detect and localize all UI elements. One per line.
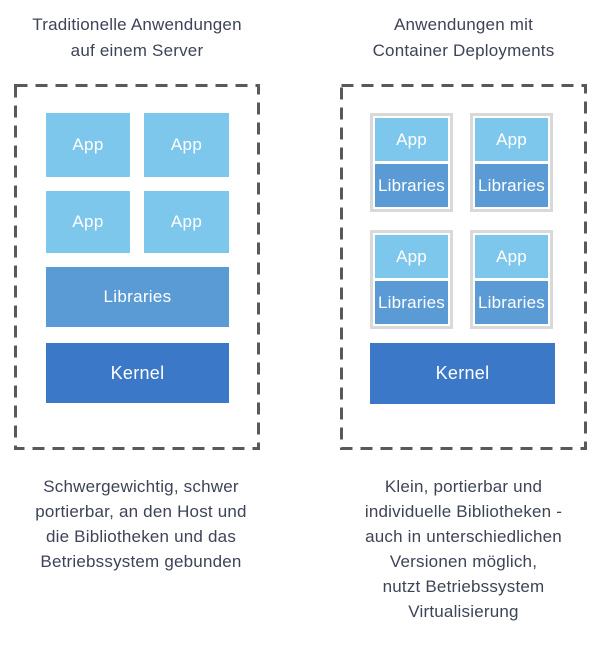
container-4-libraries-box: Libraries [475, 281, 548, 324]
left-app-box-3: App [46, 191, 130, 253]
right-kernel-box: Kernel [370, 343, 555, 404]
container-box-2: App Libraries [470, 113, 553, 212]
left-server-boundary-box [14, 84, 260, 450]
right-panel-title: Anwendungen mit Container Deployments [372, 15, 555, 60]
container-3-libraries-box: Libraries [375, 281, 448, 324]
container-3-app-box: App [375, 235, 448, 278]
container-4-app-box: App [475, 235, 548, 278]
right-panel-caption: Klein, portierbar und individuelle Bibli… [364, 477, 563, 621]
left-app-box-1: App [46, 113, 130, 177]
right-server-boundary-box [340, 84, 587, 450]
left-panel-title: Traditionelle Anwendungen auf einem Serv… [32, 15, 242, 60]
container-box-4: App Libraries [470, 230, 553, 329]
left-dashed-border [14, 84, 260, 450]
container-2-app-box: App [475, 118, 548, 161]
container-2-libraries-box: Libraries [475, 164, 548, 207]
left-kernel-box: Kernel [46, 343, 229, 403]
container-1-libraries-box: Libraries [375, 164, 448, 207]
left-app-box-4: App [144, 191, 229, 253]
right-dashed-border [340, 84, 587, 450]
left-app-box-2: App [144, 113, 229, 177]
left-panel-caption: Schwergewichtig, schwer portierbar, an d… [35, 477, 247, 571]
container-box-1: App Libraries [370, 113, 453, 212]
container-1-app-box: App [375, 118, 448, 161]
left-libraries-box: Libraries [46, 267, 229, 327]
container-box-3: App Libraries [370, 230, 453, 329]
